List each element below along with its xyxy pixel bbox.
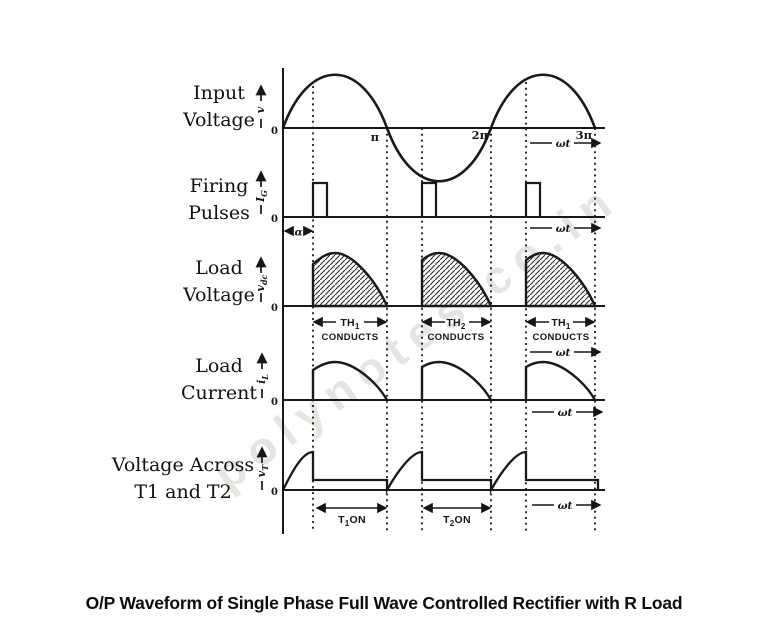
row-label-firing-line2: Pulses: [188, 202, 250, 224]
omega-t-label-load-current: ωt: [558, 407, 573, 419]
alpha-label: α: [294, 227, 302, 239]
th2-conducts-word: CONDUCTS: [427, 332, 484, 343]
th3-conducts-word: CONDUCTS: [532, 332, 589, 343]
t1-on-label: T1ON: [338, 514, 366, 528]
three-pi-tick: 3π: [576, 128, 593, 142]
row-label-load-current: Load Current: [130, 353, 308, 407]
zero-tick-input: 0: [271, 126, 278, 137]
thyristor-voltage-waveform: [281, 450, 600, 495]
row-label-thyristor-line2: T1 and T2: [134, 481, 232, 503]
row-label-load-current-line2: Current: [180, 382, 258, 404]
omega-t-arrows: [530, 137, 604, 511]
input-voltage-sine: [281, 73, 597, 183]
omega-t-label-input: ωt: [556, 138, 571, 150]
row-label-load-current-line1: Load: [195, 355, 243, 377]
load-current-humps: [311, 360, 597, 402]
row-label-input-line1: Input: [193, 82, 245, 104]
row-label-thyristor-voltage: Voltage Across T1 and T2: [88, 452, 278, 506]
zero-tick-load-current: 0: [271, 397, 278, 408]
t2-on-label: T2ON: [443, 514, 471, 528]
two-pi-tick: 2π: [472, 128, 489, 142]
load-voltage-humps: [311, 251, 597, 308]
omega-t-label-thyristor: ωt: [558, 500, 573, 512]
row-label-load-voltage-line1: Load: [195, 257, 243, 279]
row-label-input-voltage: Input Voltage: [130, 80, 308, 134]
load-voltage-hump-2: [420, 251, 493, 308]
th2-conducts-device: TH2: [446, 317, 466, 331]
zero-tick-firing: 0: [271, 214, 278, 225]
axis-arrows: [255, 84, 268, 490]
figure-caption: O/P Waveform of Single Phase Full Wave C…: [85, 593, 683, 613]
row-label-load-voltage-line2: Voltage: [183, 284, 255, 306]
load-voltage-hump-1: [311, 251, 389, 308]
firing-pulses: [311, 181, 542, 217]
thyristor-axis-label: vT: [255, 464, 270, 477]
load-current-axis-label: iL: [255, 374, 270, 384]
th3-conducts-device: TH1: [551, 317, 571, 331]
pi-tick: π: [371, 130, 380, 144]
omega-t-label-firing: ωt: [556, 223, 571, 235]
th1-conducts-word: CONDUCTS: [321, 332, 378, 343]
row-label-input-line2: Voltage: [183, 109, 255, 131]
input-axis-label: v: [254, 106, 267, 113]
row-label-load-voltage: Load Voltage: [130, 255, 308, 309]
th1-conducts-device: TH1: [340, 317, 360, 331]
load-voltage-hump-3: [524, 251, 597, 308]
zero-tick-thyristor: 0: [271, 487, 278, 498]
omega-t-label-load-voltage: ωt: [556, 347, 571, 359]
row-label-thyristor-line1: Voltage Across: [111, 454, 255, 476]
zero-tick-load-voltage: 0: [271, 303, 278, 314]
firing-axis-label: IG: [254, 190, 269, 203]
load-voltage-axis-label: vdc: [254, 274, 269, 291]
row-label-firing-line1: Firing: [189, 175, 249, 197]
row-label-firing-pulses: Firing Pulses: [130, 173, 308, 227]
